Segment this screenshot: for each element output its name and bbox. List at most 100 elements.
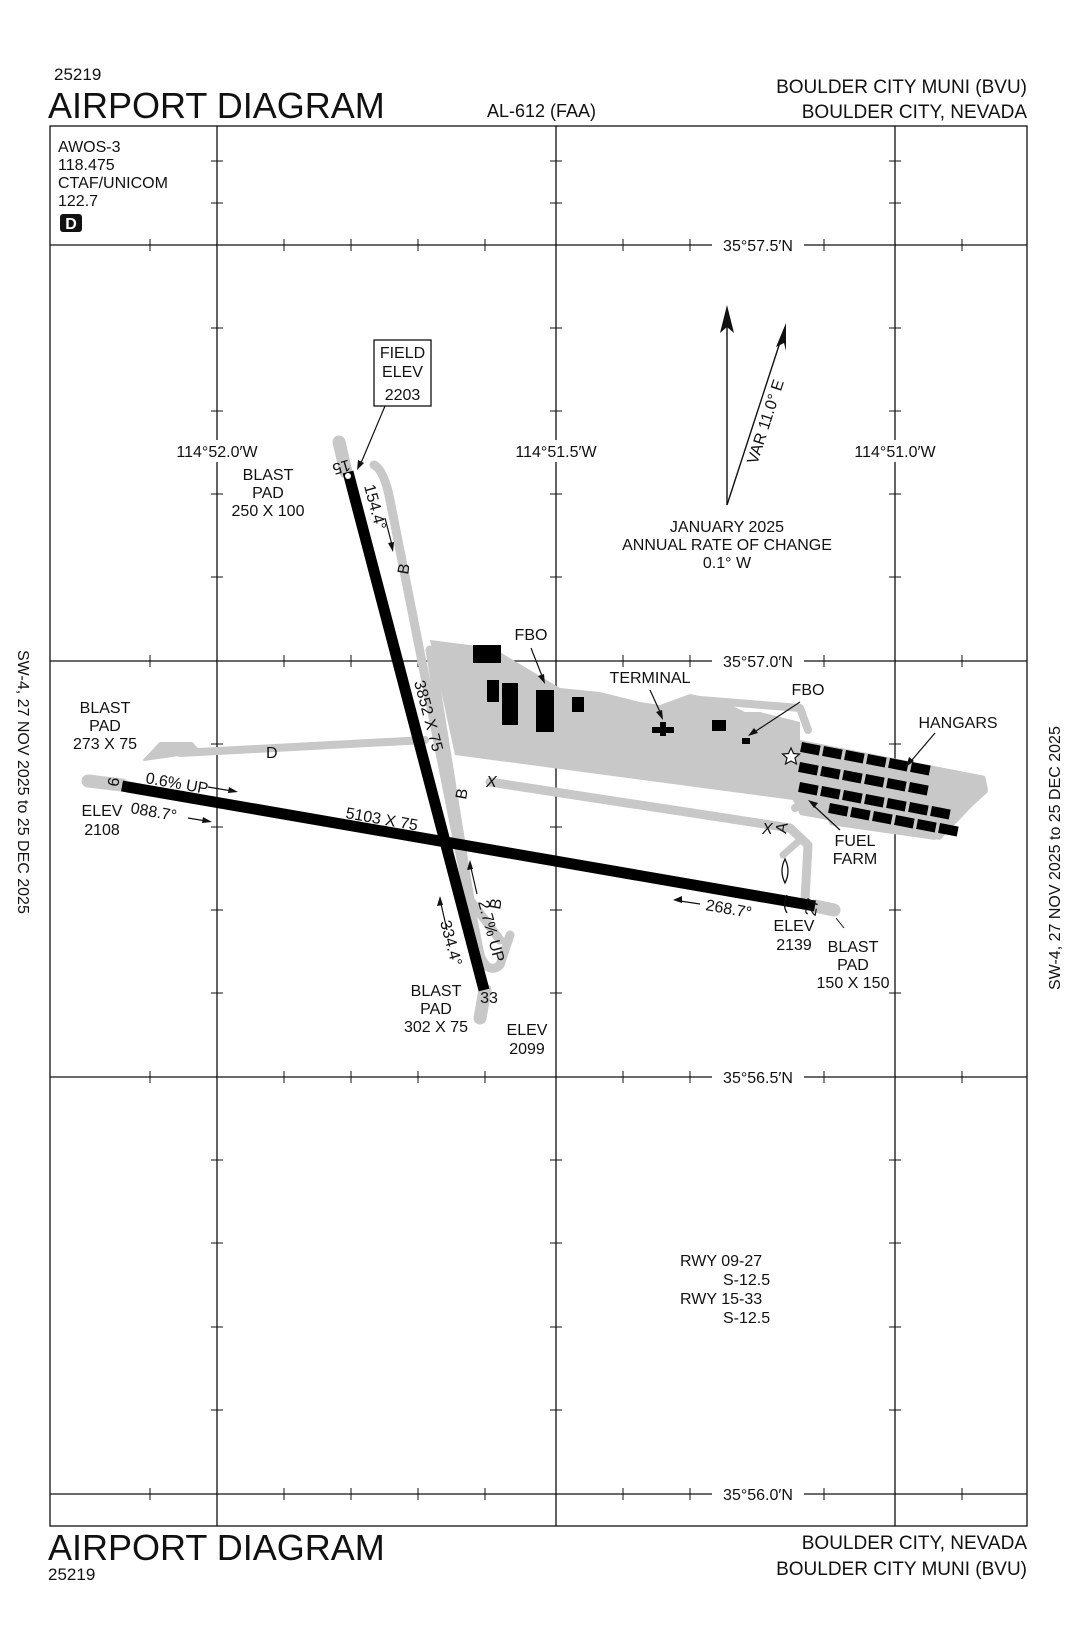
building [502,683,518,725]
blast-pad-33-line: BLAST [411,983,462,1000]
blast-pad-09 [81,774,129,792]
comms-line: 118.475 [58,157,115,174]
taxiway-label: B [453,787,472,800]
elev-09-line: ELEV [82,803,123,820]
buildings [473,645,959,837]
hangar-building [864,773,885,788]
taxiway-d-holding-pad [143,742,201,761]
hangar-rows [798,741,959,837]
mag-variation: VAR 11.0° E [745,378,788,467]
runway-15-threshold-dot [345,473,351,479]
blast-pad-09-line: 273 X 75 [73,736,137,753]
atis-badge [60,214,82,232]
hangar-building [828,802,849,817]
longitude-label: 114°52.0′W [176,444,258,461]
runway-end-09: 9 [103,776,121,788]
taxiway-a-link [779,836,804,859]
hangar-building [798,782,819,796]
field-elev-leader [360,405,386,464]
fuel-farm-line: FUEL [835,833,876,850]
comms-line: AWOS-3 [58,139,121,156]
north-taxilane [696,696,812,734]
hangar-building [820,766,841,780]
elev-33-line: 2099 [509,1041,545,1058]
taxiway-hold-marker-icon [783,894,788,914]
blast-pad-33-line: 302 X 75 [404,1019,468,1036]
heading-33: 334.4° [436,919,464,968]
heading-27: 268.7° [704,897,753,922]
blast-pad-09-line: BLAST [80,700,131,717]
latitude-label: 35°57.0′N [723,654,793,671]
terminal-building-wing [652,727,674,733]
header-title: AIRPORT DIAGRAM [48,85,385,126]
hangar-building [888,757,909,772]
mag-rate-value: 0.1° W [703,555,752,572]
strength-line: S-12.5 [723,1310,770,1327]
taxiway-label: B [487,897,506,910]
hangar-building [844,750,865,764]
side-text-right: SW-4, 27 NOV 2025 to 25 DEC 2025 [1047,726,1064,990]
blast-pad-27-line: BLAST [828,939,879,956]
rotating-beacon-icon [781,746,801,766]
elev-27-line: ELEV [774,918,815,935]
fuel-farm-line: FARM [833,851,877,868]
hangar-building [886,798,907,812]
building [712,720,726,731]
heading-09: 088.7° [129,800,178,825]
strength-line: S-12.5 [723,1272,770,1289]
taxiway-labels: B D B B A X X [266,562,792,910]
taxiway-parallel [485,777,795,833]
hangar-building [894,815,915,829]
hangar-building [916,819,937,833]
hangar-building [908,782,929,796]
longitude-label: 114°51.5′W [515,444,597,461]
blast-pad-27-line: 150 X 150 [817,975,890,992]
taxiway-d [176,736,429,757]
footer-city: BOULDER CITY, NEVADA [802,1533,1028,1554]
header-airport-name: BOULDER CITY MUNI (BVU) [776,77,1027,98]
hangar-building [908,802,929,816]
hangar-building [930,806,951,820]
building [487,680,499,702]
footer-airport-name: BOULDER CITY MUNI (BVU) [776,1559,1027,1580]
strength-line: RWY 15-33 [680,1291,762,1308]
latitude-label: 35°57.5′N [723,238,793,255]
comms-line: 122.7 [58,193,98,210]
footer-title: AIRPORT DIAGRAM [48,1527,385,1568]
facility-labels: FBO TERMINAL FBO HANGARS FUEL FARM [515,627,998,868]
hangar-building [864,794,885,808]
latitude-labels: 35°57.5′N 35°57.0′N 35°56.5′N 35°56.0′N [712,234,804,1505]
atis-badge-letter: D [65,216,77,233]
longitude-labels: 114°52.0′W 114°51.5′W 114°51.0′W [168,440,944,462]
runway-end-33: 33 [480,990,498,1007]
magnetic-north-arrow-icon [776,323,786,351]
true-north-arrow-icon [720,305,734,333]
hangar-building [822,746,843,760]
blast-pad-09-line: PAD [89,718,121,735]
hangar-building [798,762,819,776]
taxiway-label: A [773,821,792,835]
hangar-building [800,741,821,756]
latitude-label: 35°56.0′N [723,1487,793,1504]
blast-pad-15 [332,435,353,479]
latitude-label: 35°56.5′N [723,1070,793,1087]
mag-rate-label: ANNUAL RATE OF CHANGE [622,537,832,554]
taxiway-b-south [425,645,505,945]
hotspot-mark: X [761,821,774,838]
hangar-building [886,778,907,792]
fbo-label: FBO [515,627,548,644]
blast-pad-27 [808,899,841,917]
fbo-building [742,738,750,744]
strength-line: RWY 09-27 [680,1253,762,1270]
blast-pad-27-line: PAD [837,957,869,974]
elev-33-line: ELEV [507,1022,548,1039]
north-arrow: VAR 11.0° E JANUARY 2025 ANNUAL RATE OF … [622,305,832,572]
runway-15-33 [342,470,490,992]
taxiway-hold-marker-icon [781,857,789,885]
header-chart-id: AL-612 (FAA) [487,101,596,121]
fbo-label: FBO [792,682,825,699]
elev-27-line: 2139 [776,937,812,954]
hangar-building [938,823,959,837]
field-elev-arrowhead [357,460,364,470]
terminal-label: TERMINAL [610,670,691,687]
